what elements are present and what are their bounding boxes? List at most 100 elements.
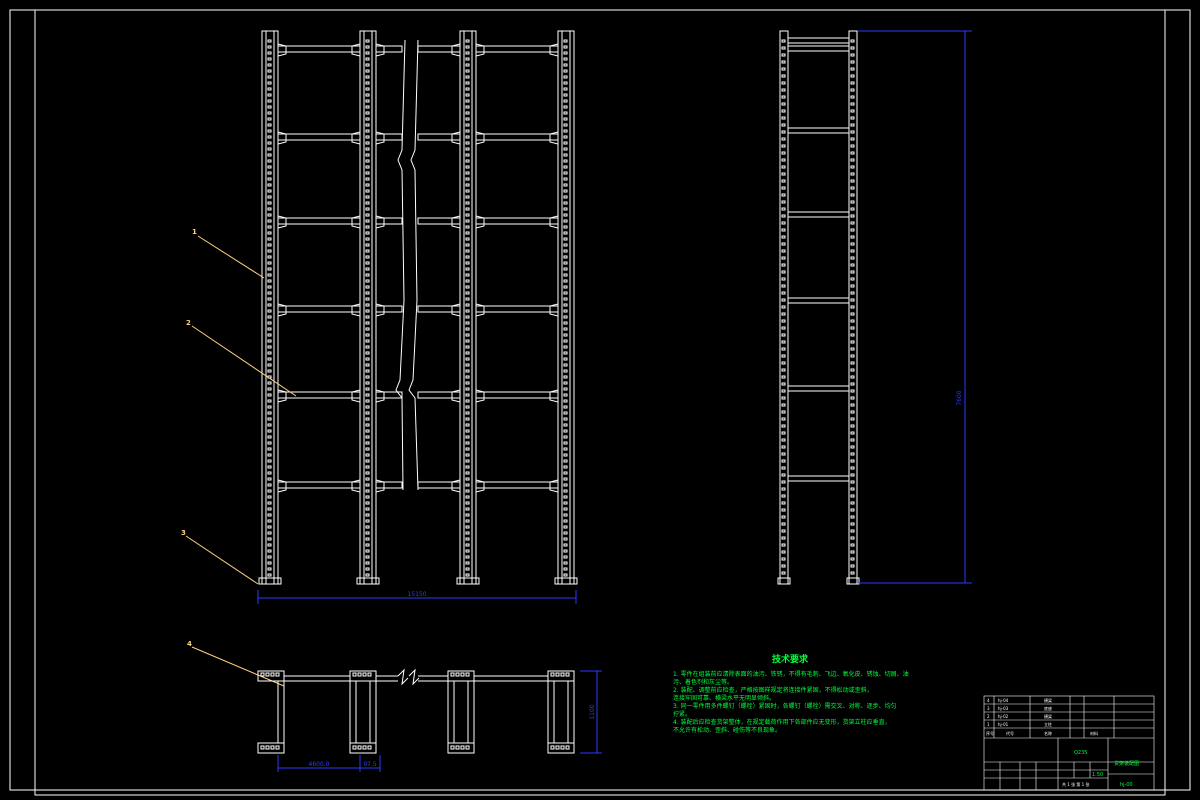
post-punch-hole bbox=[465, 537, 470, 541]
post-punch-hole bbox=[365, 327, 370, 331]
side-punch-hole bbox=[850, 536, 855, 540]
side-punch-hole bbox=[850, 459, 855, 463]
part-no: 3 bbox=[987, 706, 990, 711]
post-punch-hole bbox=[465, 549, 470, 553]
post-punch-hole bbox=[365, 51, 370, 55]
post-punch-hole bbox=[465, 273, 470, 277]
header-no: 序号 bbox=[986, 730, 994, 736]
side-punch-hole bbox=[781, 424, 786, 428]
post-punch-hole bbox=[465, 339, 470, 343]
post-punch-hole bbox=[365, 195, 370, 199]
post-punch-hole bbox=[365, 237, 370, 241]
post-punch-hole bbox=[465, 447, 470, 451]
post-punch-hole bbox=[563, 411, 568, 415]
plan-bolt bbox=[270, 745, 275, 750]
post-punch-hole bbox=[563, 261, 568, 265]
side-punch-hole bbox=[781, 172, 786, 176]
beam-connector bbox=[475, 43, 485, 57]
part-name: 底座 bbox=[1044, 705, 1052, 711]
beam-connector bbox=[375, 303, 385, 317]
beam-connector bbox=[375, 215, 385, 229]
side-punch-hole bbox=[850, 354, 855, 358]
side-punch-hole bbox=[850, 67, 855, 71]
part-no: 1 bbox=[987, 722, 990, 727]
plan-bolt bbox=[560, 672, 565, 677]
post-punch-hole bbox=[563, 525, 568, 529]
post-punch-hole bbox=[563, 315, 568, 319]
post-punch-hole bbox=[563, 453, 568, 457]
post-punch-hole bbox=[563, 405, 568, 409]
plan-bolt bbox=[550, 672, 555, 677]
post-punch-hole bbox=[465, 165, 470, 169]
side-punch-hole bbox=[850, 340, 855, 344]
part-code: hj-03 bbox=[998, 706, 1009, 711]
beam-connector bbox=[277, 43, 287, 57]
post-punch-hole bbox=[465, 387, 470, 391]
side-punch-hole bbox=[781, 501, 786, 505]
side-punch-hole bbox=[850, 214, 855, 218]
post-punch-hole bbox=[465, 321, 470, 325]
post-punch-hole bbox=[563, 207, 568, 211]
post-punch-hole bbox=[465, 39, 470, 43]
sheet-info: 共 1 张 第 1 张 bbox=[1062, 781, 1089, 787]
side-punch-hole bbox=[850, 95, 855, 99]
drawing-number: hj-00 bbox=[1120, 782, 1133, 788]
plan-bolt bbox=[550, 745, 555, 750]
post-punch-hole bbox=[465, 57, 470, 61]
post-punch-hole bbox=[563, 537, 568, 541]
side-beam bbox=[787, 45, 850, 52]
part-code: hj-01 bbox=[998, 722, 1009, 727]
post-punch-hole bbox=[267, 51, 272, 55]
post-punch-hole bbox=[365, 75, 370, 79]
post-punch-hole bbox=[465, 495, 470, 499]
post-punch-hole bbox=[563, 369, 568, 373]
side-punch-hole bbox=[781, 95, 786, 99]
part-code: hj-02 bbox=[998, 714, 1009, 719]
post-punch-hole bbox=[465, 327, 470, 331]
side-punch-hole bbox=[781, 186, 786, 190]
callout-2: 2 bbox=[186, 319, 191, 327]
post-punch-hole bbox=[365, 81, 370, 85]
post-punch-hole bbox=[563, 447, 568, 451]
post-punch-hole bbox=[563, 399, 568, 403]
note-line: 2. 装配、调整前应检查，严格按图样规定将连接件紧固，不得松动或歪斜， bbox=[673, 686, 873, 694]
post-punch-hole bbox=[365, 447, 370, 451]
side-punch-hole bbox=[850, 417, 855, 421]
post-punch-hole bbox=[365, 63, 370, 67]
side-punch-hole bbox=[781, 193, 786, 197]
post-punch-hole bbox=[563, 45, 568, 49]
header-name: 名称 bbox=[1044, 730, 1052, 736]
post-punch-hole bbox=[267, 351, 272, 355]
post-punch-hole bbox=[267, 357, 272, 361]
side-punch-hole bbox=[850, 270, 855, 274]
post-punch-hole bbox=[267, 123, 272, 127]
side-punch-hole bbox=[850, 46, 855, 50]
shelf-beam bbox=[475, 133, 559, 141]
side-punch-hole bbox=[850, 151, 855, 155]
beam-connector bbox=[475, 303, 485, 317]
post-punch-hole bbox=[563, 567, 568, 571]
post-punch-hole bbox=[365, 39, 370, 43]
beam-connector bbox=[475, 131, 485, 145]
side-punch-hole bbox=[850, 235, 855, 239]
note-line: 3. 同一零件用多件螺钉（螺栓）紧固时，各螺钉（螺栓）需交叉、对称、逐步、均匀 bbox=[673, 702, 897, 710]
beam-connector bbox=[375, 389, 385, 403]
post-punch-hole bbox=[365, 471, 370, 475]
beam-connector bbox=[451, 389, 461, 403]
post-punch-hole bbox=[267, 411, 272, 415]
post-punch-hole bbox=[267, 177, 272, 181]
post-punch-hole bbox=[267, 339, 272, 343]
plan-frame-leg bbox=[547, 680, 555, 744]
post-punch-hole bbox=[267, 57, 272, 61]
side-punch-hole bbox=[850, 389, 855, 393]
side-punch-hole bbox=[781, 571, 786, 575]
post-punch-hole bbox=[267, 405, 272, 409]
side-punch-hole bbox=[850, 515, 855, 519]
side-punch-hole bbox=[850, 242, 855, 246]
post-punch-hole bbox=[563, 225, 568, 229]
side-punch-hole bbox=[850, 312, 855, 316]
post-punch-hole bbox=[365, 153, 370, 157]
side-punch-hole bbox=[850, 298, 855, 302]
side-punch-hole bbox=[781, 312, 786, 316]
post-punch-hole bbox=[465, 315, 470, 319]
